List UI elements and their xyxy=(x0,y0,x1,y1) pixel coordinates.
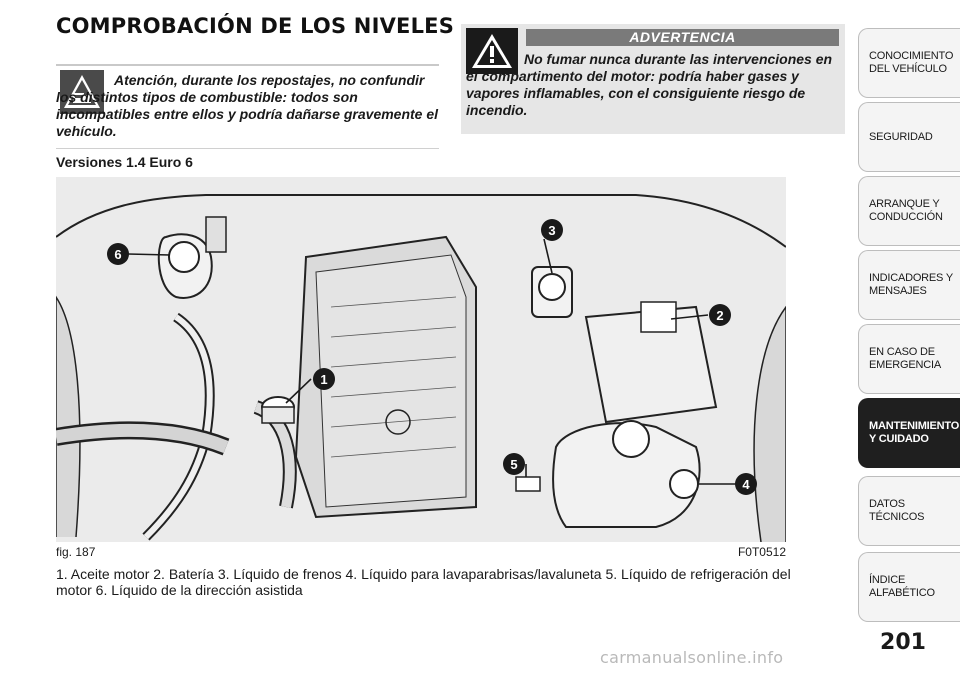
callout-3-number: 3 xyxy=(548,223,555,238)
figure-code: F0T0512 xyxy=(737,545,786,559)
tab-indice-alfabetico[interactable]: ÍNDICE ALFABÉTICO xyxy=(858,552,960,622)
callout-5: 5 xyxy=(503,453,525,475)
tab-label: EN CASO DE EMERGENCIA xyxy=(869,346,941,371)
page-number: 201 xyxy=(880,630,926,655)
callout-1: 1 xyxy=(313,368,335,390)
callout-5-number: 5 xyxy=(510,457,517,472)
tab-seguridad[interactable]: SEGURIDAD xyxy=(858,102,960,172)
engine-bay-illustration: 6 1 3 2 4 5 xyxy=(56,177,786,542)
title-divider xyxy=(56,64,439,66)
warning-header: ADVERTENCIA xyxy=(526,29,839,46)
page-title: COMPROBACIÓN DE LOS NIVELES xyxy=(56,14,455,38)
callout-4-number: 4 xyxy=(742,477,750,492)
figure-label: fig. 187 xyxy=(56,545,96,559)
warning-triangle-icon xyxy=(466,28,518,74)
callout-6-number: 6 xyxy=(114,247,121,262)
callout-1-number: 1 xyxy=(320,372,327,387)
tab-en-caso-de-emergencia[interactable]: EN CASO DE EMERGENCIA xyxy=(858,324,960,394)
callout-6: 6 xyxy=(107,243,129,265)
tab-datos-tecnicos[interactable]: DATOS TÉCNICOS xyxy=(858,476,960,546)
section-subtitle: Versiones 1.4 Euro 6 xyxy=(56,154,193,170)
warning-text: No fumar nunca durante las intervencione… xyxy=(466,51,838,119)
tab-label: DATOS TÉCNICOS xyxy=(869,498,925,523)
caution-text: Atención, durante los repostajes, no con… xyxy=(56,72,442,140)
tab-mantenimiento-y-cuidado[interactable]: MANTENIMIENTO Y CUIDADO xyxy=(858,398,960,468)
caution-text-content: Atención, durante los repostajes, no con… xyxy=(56,72,439,139)
callout-2: 2 xyxy=(709,304,731,326)
tab-label: ÍNDICE ALFABÉTICO xyxy=(869,574,935,599)
tab-label: ARRANQUE Y CONDUCCIÓN xyxy=(869,198,943,223)
callout-4: 4 xyxy=(735,473,757,495)
tab-label: CONOCIMIENTO DEL VEHÍCULO xyxy=(869,50,954,75)
engine-bay-figure: 6 1 3 2 4 5 xyxy=(56,177,786,542)
tab-indicadores-y-mensajes[interactable]: INDICADORES Y MENSAJES xyxy=(858,250,960,320)
caution-divider xyxy=(56,148,439,149)
watermark: carmanualsonline.info xyxy=(600,648,784,667)
warning-text-content: No fumar nunca durante las intervencione… xyxy=(466,51,833,118)
tab-label: INDICADORES Y MENSAJES xyxy=(869,272,953,297)
tab-label: SEGURIDAD xyxy=(869,130,933,143)
tab-label: MANTENIMIENTO Y CUIDADO xyxy=(869,420,960,445)
fuel-pump-caution-icon xyxy=(60,70,104,114)
callout-3: 3 xyxy=(541,219,563,241)
tab-conocimiento-del-vehiculo[interactable]: CONOCIMIENTO DEL VEHÍCULO xyxy=(858,28,960,98)
figure-caption: 1. Aceite motor 2. Batería 3. Líquido de… xyxy=(56,566,791,598)
tab-arranque-y-conduccion[interactable]: ARRANQUE Y CONDUCCIÓN xyxy=(858,176,960,246)
callout-2-number: 2 xyxy=(716,308,723,323)
